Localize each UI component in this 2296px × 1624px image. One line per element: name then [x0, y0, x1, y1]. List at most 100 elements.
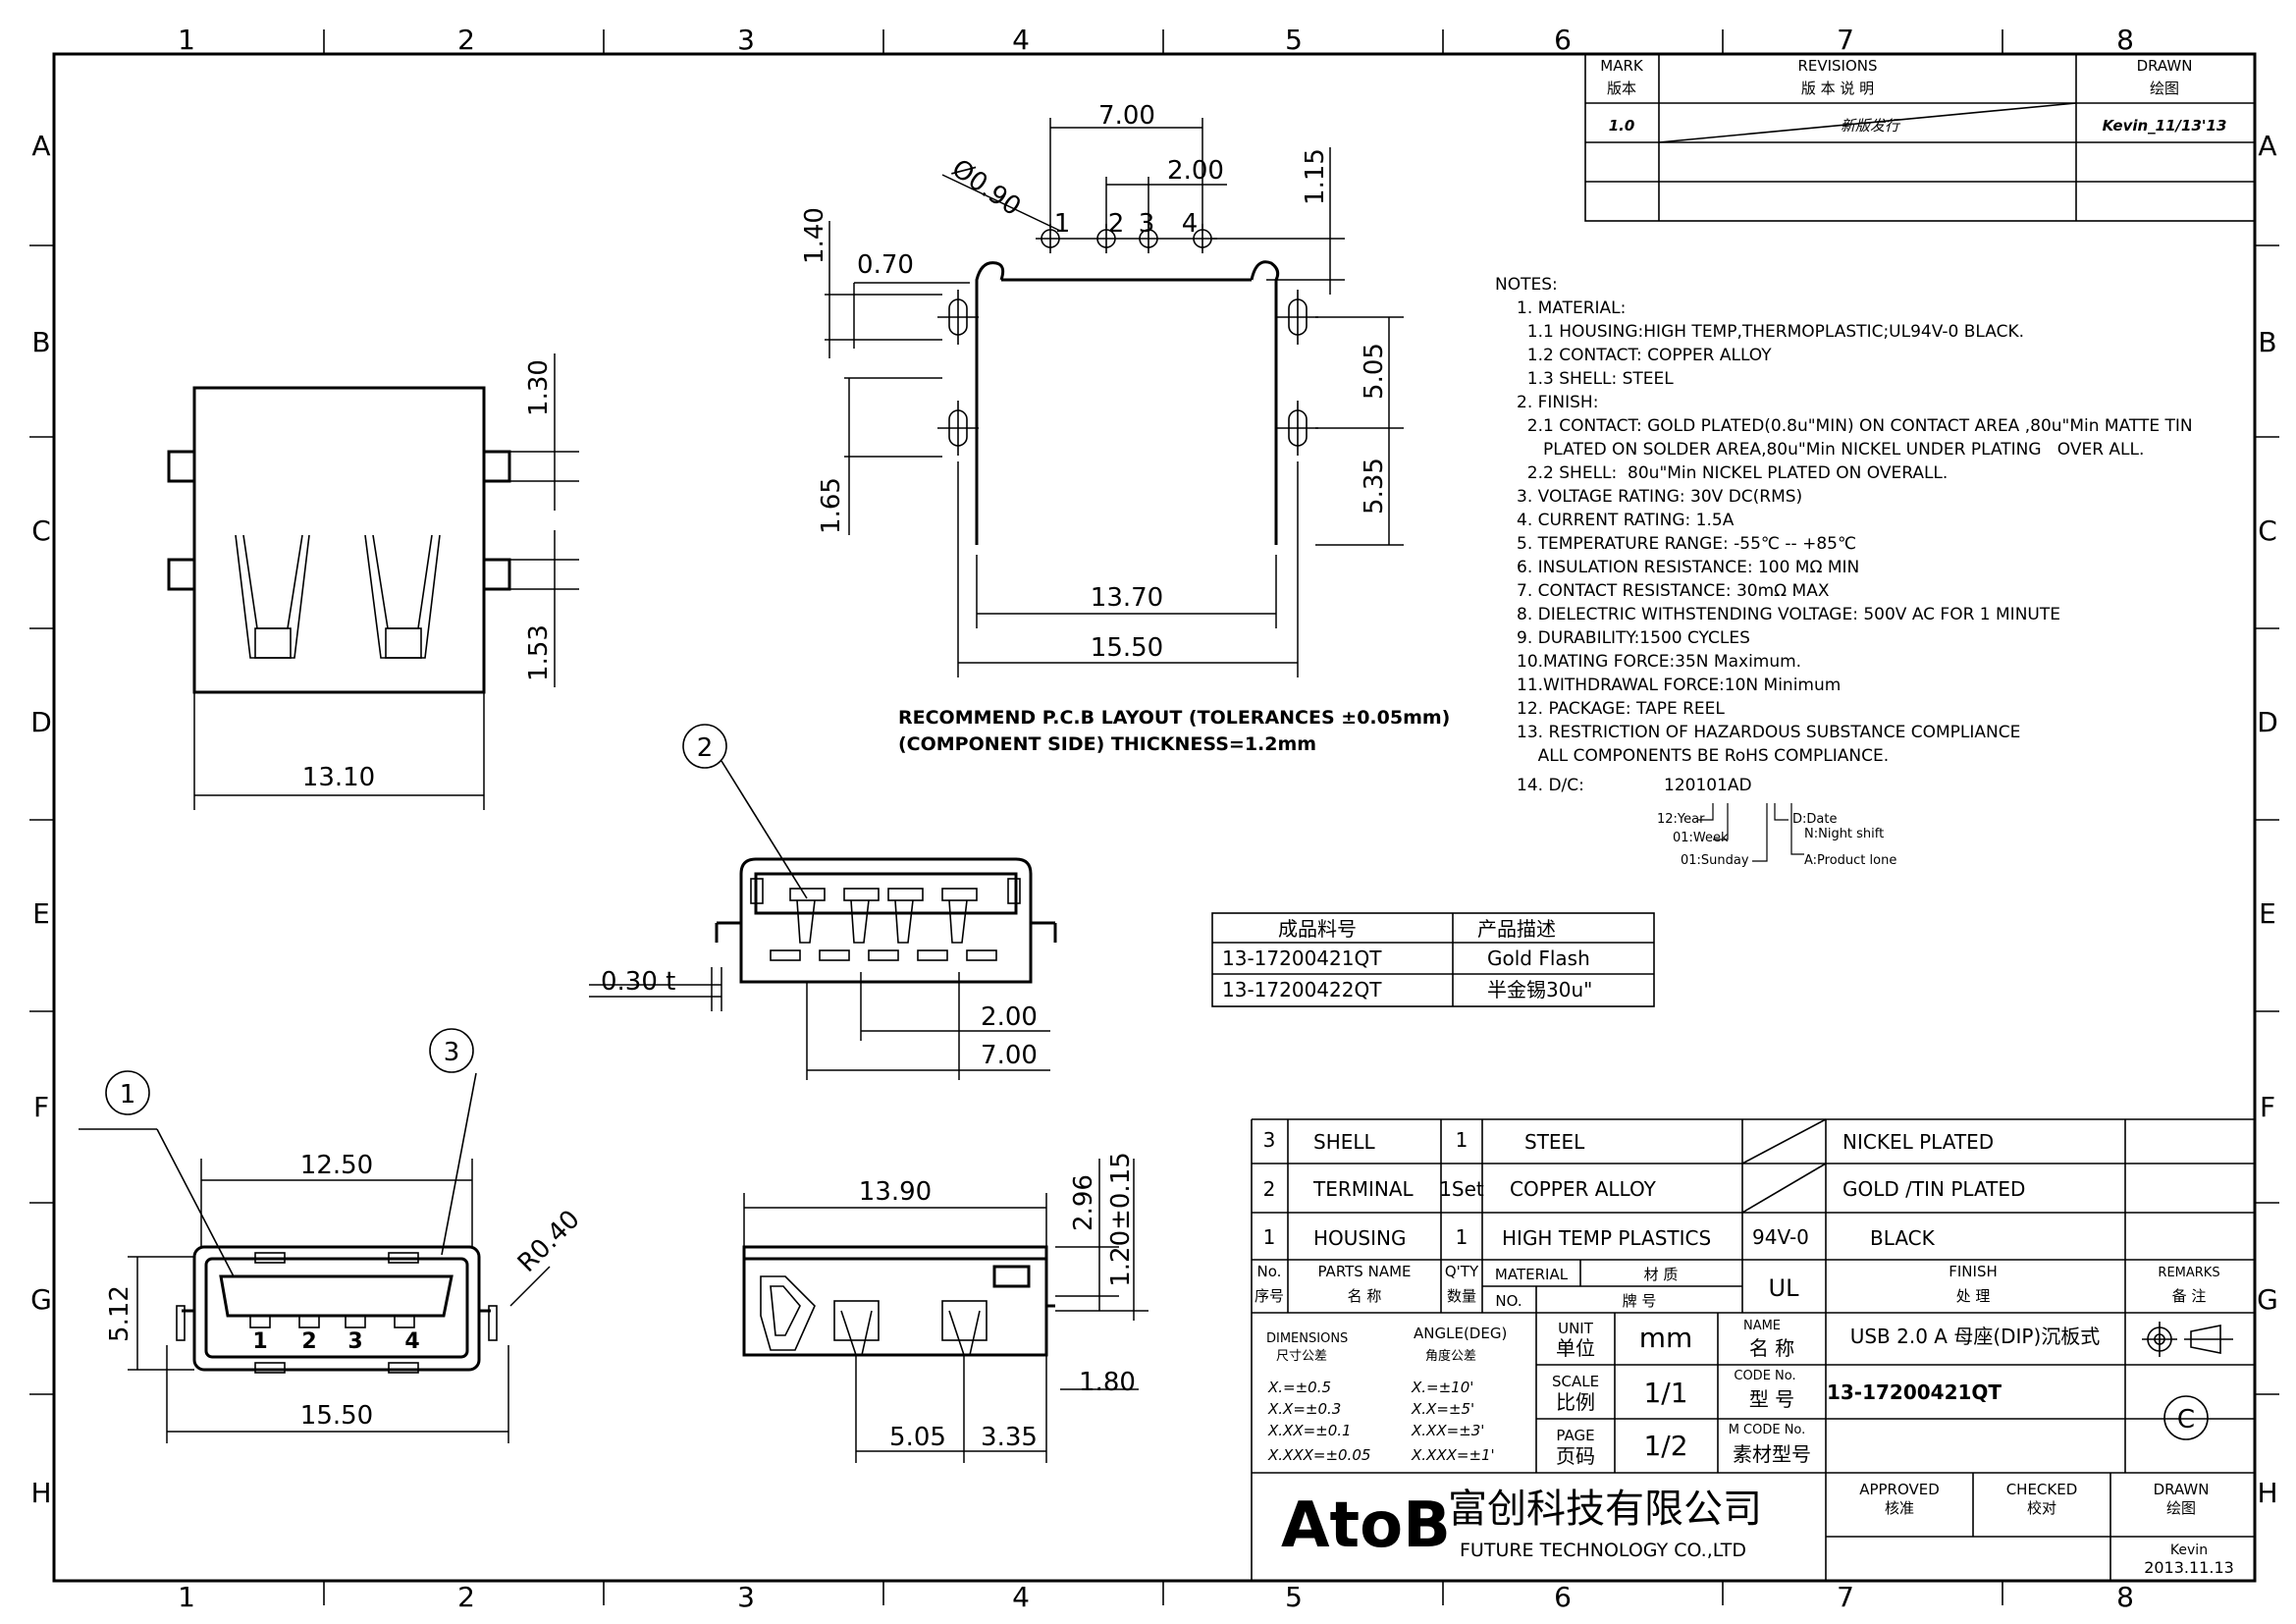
tb-checked-label: CHECKED — [2006, 1481, 2078, 1498]
side-dim-3-35: 3.35 — [981, 1423, 1038, 1452]
tb-ang-4: X.XXX=±1' — [1411, 1446, 1495, 1464]
notes-line-18: 13. RESTRICTION OF HAZARDOUS SUBSTANCE C… — [1517, 723, 2020, 742]
terminal-section-view: 2 0.30 t 2.00 7.00 — [589, 724, 1057, 1080]
face-pin-label-2: 2 — [301, 1329, 316, 1354]
callout-2 — [682, 724, 727, 769]
bom-row3-no: 1 — [1263, 1225, 1276, 1249]
face-pin-label-3: 3 — [347, 1329, 362, 1354]
side-dim-5-05: 5.05 — [889, 1423, 946, 1452]
tb-page-cn: 页码 — [1556, 1444, 1595, 1468]
notes-line-12: 7. CONTACT RESISTANCE: 30mΩ MAX — [1517, 581, 1830, 601]
notes-line-20: 14. D/C: — [1517, 776, 1584, 795]
notes-line-4: 2. FINISH: — [1517, 393, 1598, 412]
company-logo: AtoB — [1281, 1489, 1451, 1562]
zone-row-B: B — [31, 326, 50, 358]
notes-block: NOTES: 1. MATERIAL: 1.1 HOUSING:HIGH TEM… — [1495, 275, 2193, 868]
zone-col-8-bottom: 8 — [2116, 1581, 2134, 1613]
zone-row-A-right: A — [2258, 130, 2276, 162]
pcb-dim-2-00: 2.00 — [1167, 156, 1224, 186]
zone-row-F: F — [33, 1091, 49, 1123]
bom-header-material: MATERIAL — [1495, 1266, 1569, 1283]
zone-labels-top: 1 2 3 4 5 6 7 8 — [178, 24, 2134, 56]
bom-row2-material: COPPER ALLOY — [1510, 1177, 1657, 1201]
tb-approved-cn: 核准 — [1885, 1499, 1914, 1517]
part-table-header-pn: 成品料号 — [1278, 917, 1357, 941]
tb-drawn-date: 2013.11.13 — [2144, 1558, 2234, 1577]
zone-row-B-right: B — [2258, 326, 2276, 358]
notes-line-16: 11.WITHDRAWAL FORCE:10N Minimum — [1517, 676, 1841, 695]
face-dim-5-12: 5.12 — [105, 1285, 134, 1342]
sheet-border — [52, 52, 2257, 1583]
revision-letter-circle — [2163, 1395, 2209, 1440]
bom-row3-grade: 94V-0 — [1752, 1225, 1809, 1249]
face-dim-15-50: 15.50 — [300, 1401, 373, 1431]
title-block: DIMENSIONS 尺寸公差 ANGLE(DEG) 角度公差 X.=±0.5 … — [1252, 1313, 2255, 1581]
part-table-header-desc: 产品描述 — [1477, 917, 1556, 941]
tb-name-value: USB 2.0 A 母座(DIP)沉板式 — [1850, 1325, 2101, 1348]
face-pin-label-4: 4 — [404, 1329, 419, 1354]
tb-scale-value: 1/1 — [1643, 1377, 1687, 1409]
pcb-caption-line1: RECOMMEND P.C.B LAYOUT (TOLERANCES ±0.05… — [898, 707, 1450, 729]
tb-code-label: CODE No. — [1734, 1369, 1795, 1383]
zone-labels-left: A B C D E F G H — [30, 130, 52, 1509]
zone-col-1-bottom: 1 — [178, 1581, 195, 1613]
bom-header-qty-cn: 数量 — [1447, 1287, 1476, 1305]
side-dim-2-96: 2.96 — [1069, 1174, 1098, 1231]
bom-header-material-cn: 材 质 — [1644, 1266, 1679, 1283]
tb-drawn-label: DRAWN — [2154, 1481, 2210, 1498]
tb-page-label: PAGE — [1556, 1427, 1594, 1444]
zone-row-C: C — [31, 514, 51, 547]
tb-approved-label: APPROVED — [1859, 1481, 1940, 1498]
notes-dc-sunday: 01:Sunday — [1681, 853, 1749, 868]
zone-col-3-bottom: 3 — [737, 1581, 755, 1613]
bom-header-ul: UL — [1769, 1274, 1800, 1302]
part-table-row1-pn: 13-17200421QT — [1222, 947, 1382, 970]
zone-labels-bottom: 1 2 3 4 5 6 7 8 — [178, 1581, 2134, 1613]
company-name-en: FUTURE TECHNOLOGY CO.,LTD — [1460, 1540, 1746, 1561]
zone-col-3: 3 — [737, 24, 755, 56]
tb-dimensions-label: DIMENSIONS — [1266, 1331, 1348, 1346]
pcb-pin-label-2: 2 — [1108, 209, 1125, 239]
tb-unit-cn: 单位 — [1556, 1336, 1595, 1360]
tb-drawn-cn: 绘图 — [2166, 1499, 2196, 1517]
notes-line-7: 2.2 SHELL: 80u"Min NICKEL PLATED ON OVER… — [1517, 463, 1948, 483]
tb-tol-1: X.=±0.5 — [1267, 1379, 1331, 1396]
tb-scale-cn: 比例 — [1556, 1390, 1595, 1414]
bom-row3-name: HOUSING — [1313, 1226, 1406, 1250]
bom-table: 3 SHELL 1 STEEL NICKEL PLATED 2 TERMINAL… — [1251, 1118, 2255, 1581]
bom-row3-material: HIGH TEMP PLASTICS — [1502, 1226, 1711, 1250]
bom-row2-finish: GOLD /TIN PLATED — [1842, 1177, 2025, 1201]
rev-description: 新版发行 — [1841, 117, 1901, 135]
zone-col-7: 7 — [1837, 24, 1854, 56]
callout-1-label: 1 — [120, 1080, 136, 1110]
zone-row-D-right: D — [2257, 706, 2278, 738]
side-dim-13-90: 13.90 — [859, 1177, 932, 1207]
zone-col-2-bottom: 2 — [457, 1581, 475, 1613]
tb-code-cn: 型 号 — [1749, 1387, 1794, 1411]
notes-line-5: 2.1 CONTACT: GOLD PLATED(0.8u"MIN) ON CO… — [1517, 416, 2193, 436]
face-dim-12-50: 12.50 — [300, 1151, 373, 1180]
mid-dim-7-00: 7.00 — [981, 1041, 1038, 1070]
dim-1-53: 1.53 — [524, 624, 554, 681]
tb-ang-3: X.XX=±3' — [1411, 1422, 1484, 1439]
callout-2-label: 2 — [697, 733, 714, 763]
pcb-dim-1-65: 1.65 — [817, 477, 846, 534]
notes-dc-week: 01:Week — [1673, 831, 1729, 845]
zone-row-G: G — [30, 1283, 52, 1316]
tb-ang-2: X.X=±5' — [1411, 1400, 1474, 1418]
tb-drawn-by: Kevin — [2170, 1543, 2208, 1558]
rev-mark-value: 1.0 — [1609, 117, 1635, 135]
revision-letter: C — [2177, 1405, 2195, 1435]
tb-ang-1: X.=±10' — [1411, 1379, 1473, 1396]
face-pin-label-1: 1 — [252, 1329, 267, 1354]
bom-row3-finish: BLACK — [1870, 1226, 1936, 1250]
part-table-row2-desc: 半金锡30u" — [1487, 978, 1592, 1001]
tb-checked-cn: 校对 — [2027, 1499, 2056, 1517]
bom-row3-qty: 1 — [1456, 1225, 1468, 1249]
mid-dim-2-00: 2.00 — [981, 1002, 1038, 1032]
pcb-dim-5-05: 5.05 — [1360, 343, 1389, 400]
pcb-dim-5-35: 5.35 — [1360, 458, 1389, 514]
callout-1 — [105, 1070, 150, 1115]
bom-row1-material: STEEL — [1524, 1130, 1585, 1154]
zone-row-A: A — [31, 130, 50, 162]
